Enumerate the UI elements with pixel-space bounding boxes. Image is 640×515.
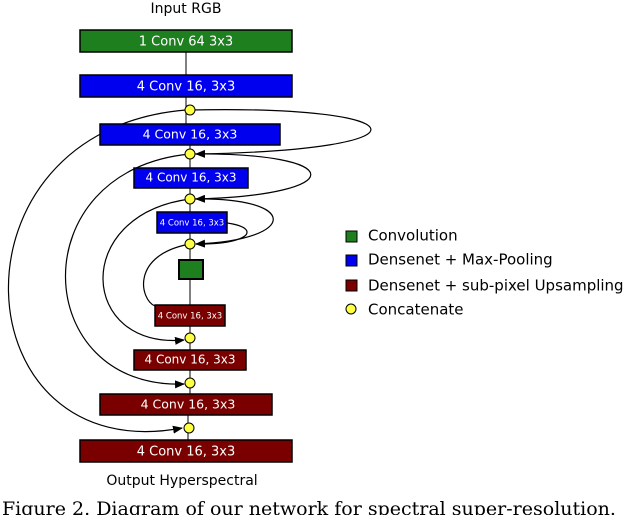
legend: Convolution Densenet + Max-Pooling Dense… xyxy=(345,227,624,319)
block-label: 4 Conv 16, 3x3 xyxy=(143,127,238,142)
legend-label: Convolution xyxy=(368,227,458,245)
legend-swatch xyxy=(345,254,358,267)
dense-loop-1 xyxy=(189,109,372,158)
block-dense-up-3: 4 Conv 16, 3x3 xyxy=(99,393,273,416)
block-dense-up-4: 4 Conv 16, 3x3 xyxy=(79,439,293,463)
skip-arc-4 xyxy=(142,243,191,307)
concat-node xyxy=(184,238,196,250)
block-dense-down-2: 4 Conv 16, 3x3 xyxy=(99,123,281,146)
block-label: 4 Conv 16, 3x3 xyxy=(137,80,236,95)
block-dense-up-2: 4 Conv 16, 3x3 xyxy=(133,349,247,371)
block-bottleneck-conv xyxy=(178,259,204,280)
block-dense-up-1: 4 Conv 16, 3x3 xyxy=(154,304,226,327)
block-conv-in: 1 Conv 64 3x3 xyxy=(79,29,293,53)
legend-label: Concatenate xyxy=(368,301,464,319)
concat-node xyxy=(184,193,196,205)
legend-item-concatenate: Concatenate xyxy=(345,301,464,319)
legend-swatch xyxy=(345,303,357,315)
block-label: 4 Conv 16, 3x3 xyxy=(158,312,222,322)
dense-loop-3 xyxy=(189,198,274,248)
block-label: 4 Conv 16, 3x3 xyxy=(141,397,236,412)
block-dense-down-1: 4 Conv 16, 3x3 xyxy=(79,74,293,98)
concat-nodes xyxy=(183,104,196,434)
input-label: Input RGB xyxy=(151,1,222,17)
legend-item-densenet-upsample: Densenet + sub-pixel Upsampling xyxy=(345,277,624,295)
output-label: Output Hyperspectral xyxy=(106,473,257,489)
block-label: 4 Conv 16, 3x3 xyxy=(145,353,236,367)
block-label: 4 Conv 16, 3x3 xyxy=(137,445,236,460)
legend-label: Densenet + Max-Pooling xyxy=(368,251,553,269)
legend-swatch xyxy=(345,279,358,292)
legend-swatch xyxy=(345,230,358,243)
skip-arc-3 xyxy=(102,198,191,345)
legend-label: Densenet + sub-pixel Upsampling xyxy=(368,277,624,295)
skip-connections xyxy=(7,109,372,434)
concat-node xyxy=(183,422,195,434)
block-label: 4 Conv 16, 3x3 xyxy=(146,171,237,185)
figure-caption: Figure 2. Diagram of our network for spe… xyxy=(2,498,616,515)
skip-arc-1 xyxy=(7,109,187,434)
legend-item-densenet-maxpool: Densenet + Max-Pooling xyxy=(345,251,553,269)
block-dense-down-4: 4 Conv 16, 3x3 xyxy=(156,211,228,234)
dense-loop-2 xyxy=(189,153,312,203)
concat-node xyxy=(184,148,196,160)
block-label: 1 Conv 64 3x3 xyxy=(139,35,233,50)
block-label: 4 Conv 16, 3x3 xyxy=(160,219,224,229)
block-dense-down-3: 4 Conv 16, 3x3 xyxy=(133,167,249,189)
concat-node xyxy=(184,332,196,344)
concat-node xyxy=(184,104,196,116)
skip-arc-2 xyxy=(64,153,191,389)
concat-node xyxy=(184,377,196,389)
legend-item-convolution: Convolution xyxy=(345,227,458,245)
